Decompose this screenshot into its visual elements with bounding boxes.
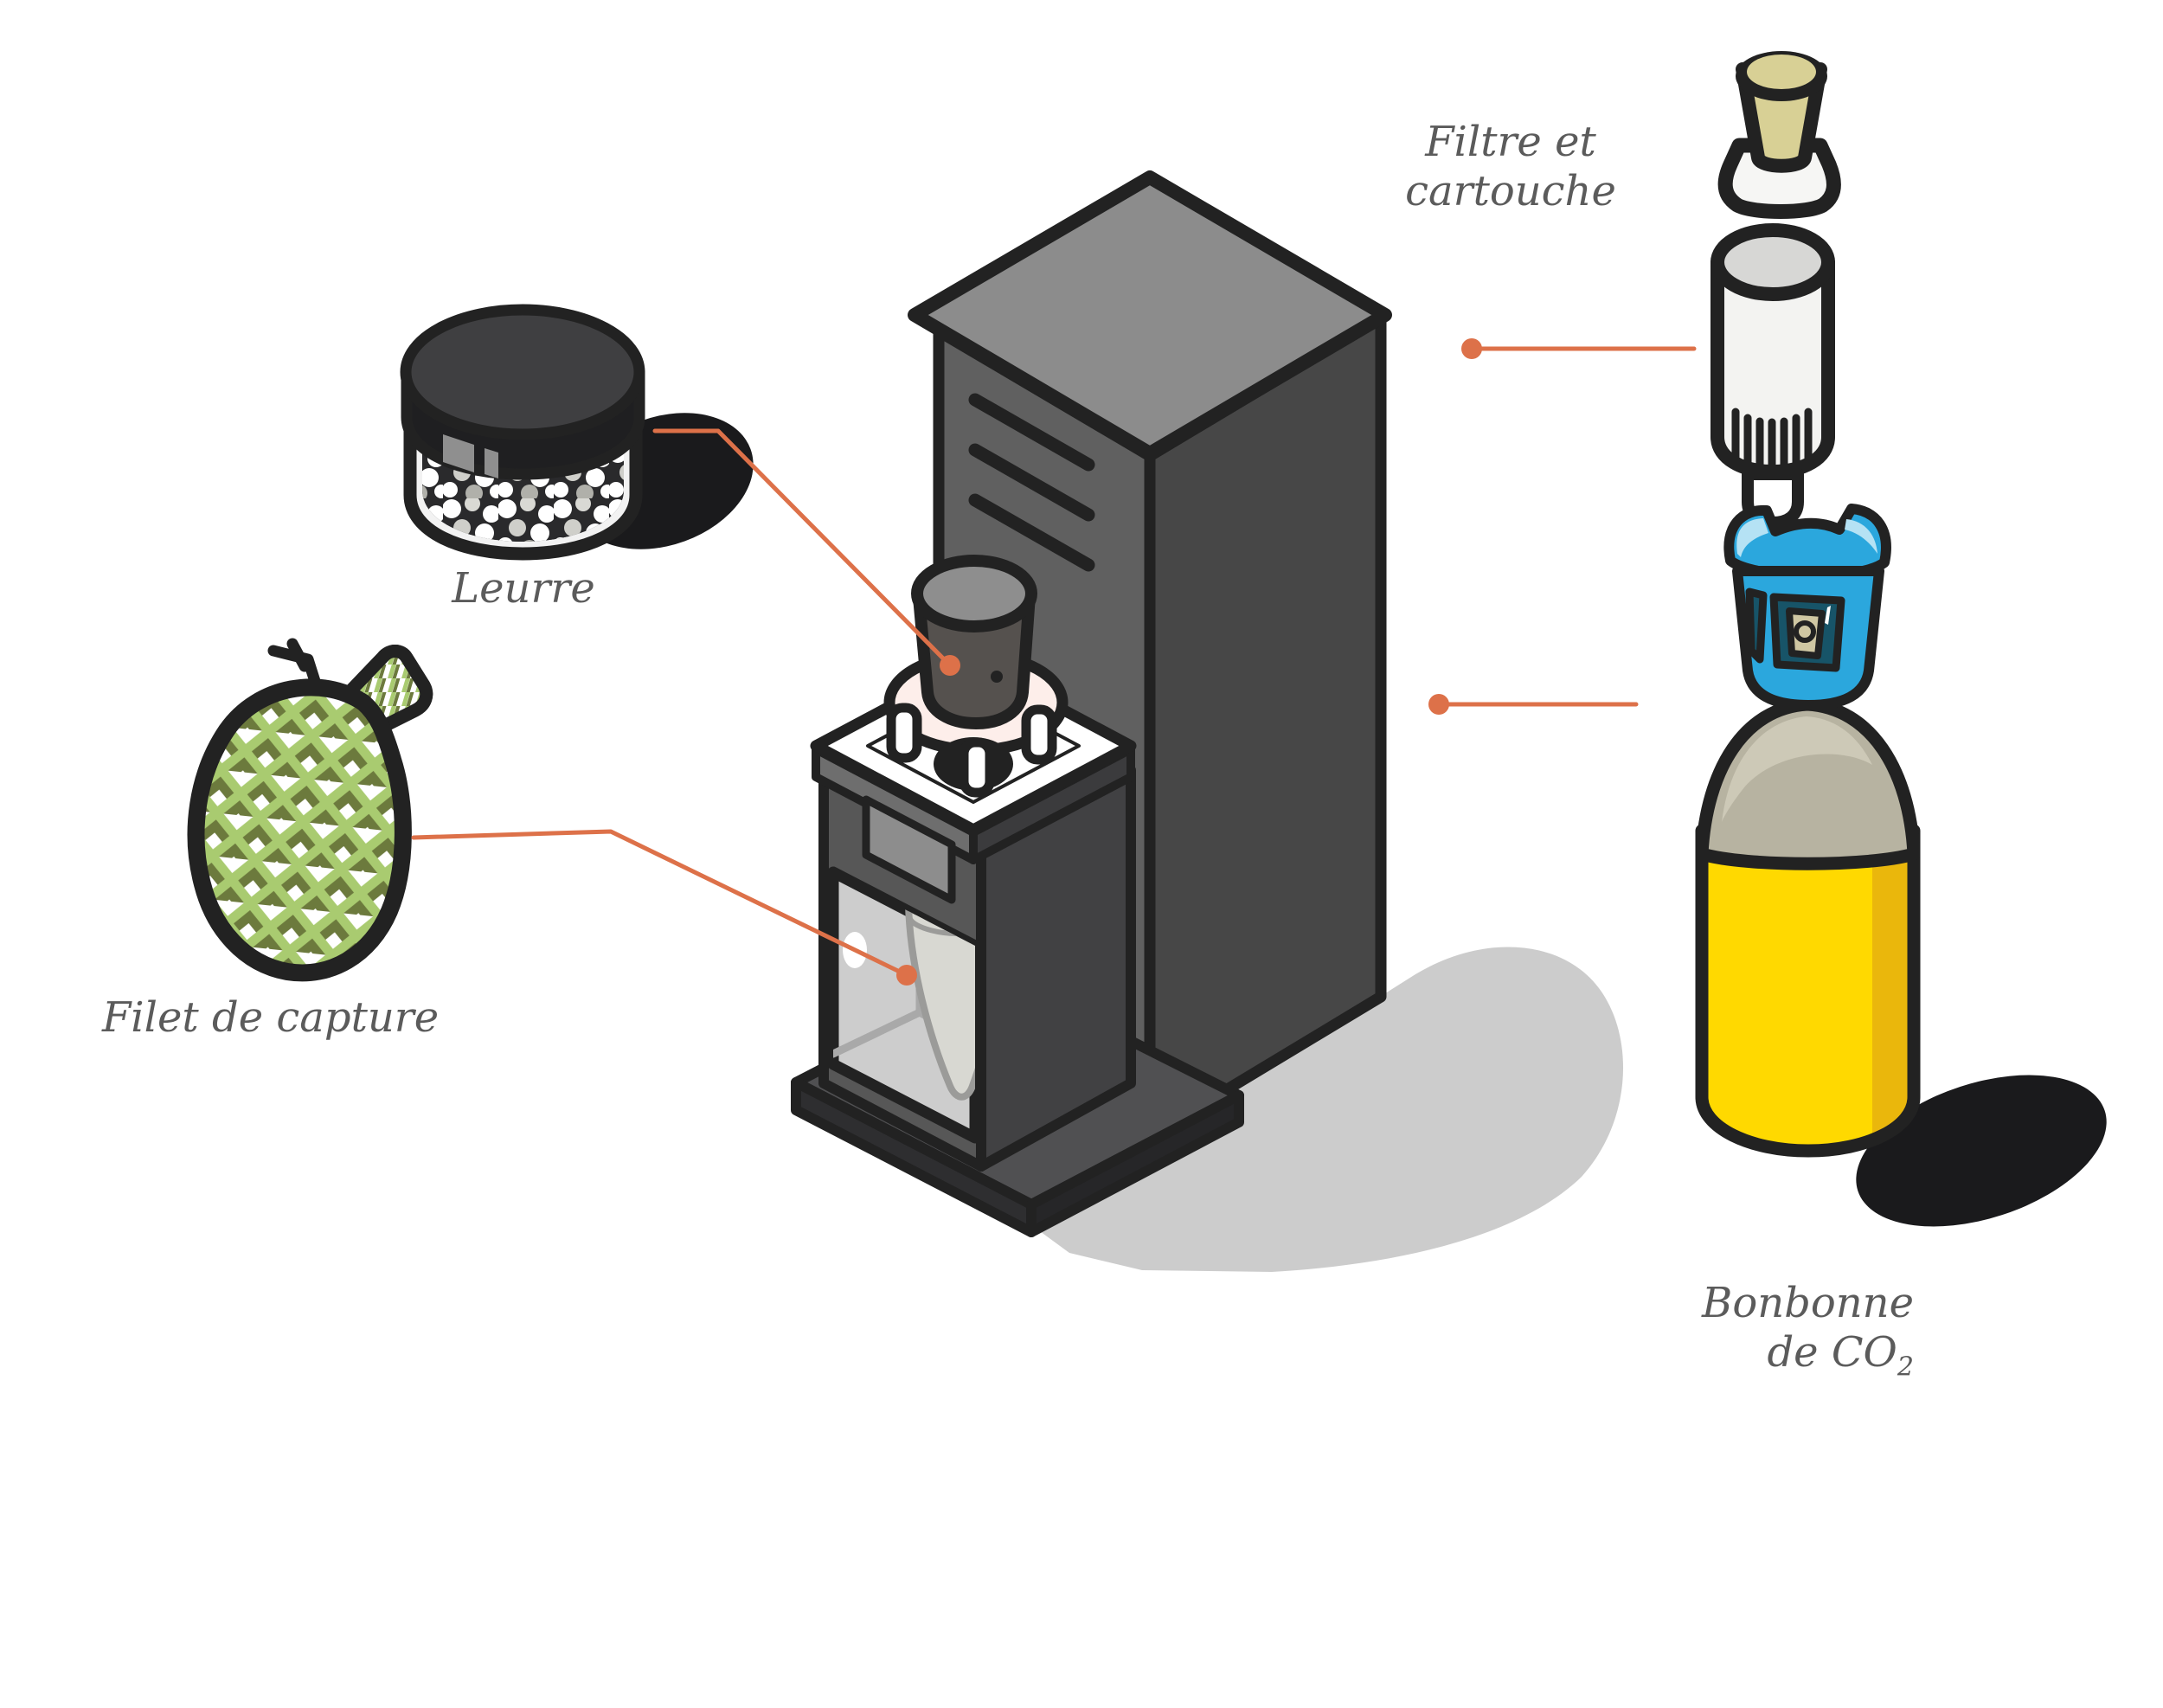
cup-legs	[886, 703, 1057, 798]
label-filet-de-capture: Filet de capture	[102, 993, 440, 1042]
guard-collar-inner-right	[1845, 519, 1877, 554]
lure-jar	[400, 304, 754, 561]
callout-leurre	[652, 428, 960, 676]
cup-top	[911, 555, 1037, 632]
callout-dot	[1428, 694, 1449, 715]
guard-collar-inner-left	[1736, 518, 1768, 557]
bottle-valve-guard	[1723, 504, 1891, 710]
callout-dot	[940, 655, 960, 676]
bottle-body-stripe	[1872, 838, 1908, 1135]
callout-line	[411, 829, 909, 978]
cartridge-ribs	[1731, 408, 1813, 474]
valve-dial	[1794, 620, 1816, 643]
jar-lid-highlights	[443, 434, 498, 478]
base-right-side	[1026, 1090, 1244, 1237]
label-bonbonne-line1: Bonbonne	[1702, 1279, 1914, 1327]
capture-net	[187, 638, 433, 982]
machine-shadow	[976, 947, 1624, 1272]
callout-filet	[411, 829, 917, 986]
label-filtre-et-cartouche: Filtre et cartouche	[1381, 118, 1640, 216]
tower-roof	[908, 170, 1392, 460]
guard-window-small	[1745, 588, 1768, 664]
label-filtre-line1: Filtre et	[1425, 118, 1596, 166]
label-bonbonne-line2: de CO2	[1767, 1328, 1914, 1383]
filter-piece	[1717, 51, 1841, 219]
valve-inside-window	[1786, 607, 1826, 659]
guard-collar	[1723, 504, 1891, 581]
label-leurre: Leurre	[452, 564, 595, 613]
callouts	[411, 338, 1697, 986]
bottle-shadow	[1856, 1075, 2107, 1227]
tower-vent-slits	[968, 393, 1095, 572]
label-filtre-line2: cartouche	[1405, 167, 1616, 215]
callout-bonbonne	[1428, 694, 1639, 715]
callout-dot	[1461, 338, 1482, 359]
lure-cup-assembly	[883, 555, 1069, 798]
callout-dot	[896, 965, 917, 986]
callout-filtre	[1461, 338, 1697, 359]
bottle-shoulder-highlight	[1722, 716, 1872, 822]
net-bag-mesh	[187, 678, 412, 982]
label-bonbonne-co2: Bonbonne de CO2	[1654, 1279, 1914, 1383]
filter-rim-inner	[1747, 55, 1816, 89]
co2-bottle	[1695, 504, 2107, 1227]
jar-lid-top	[400, 304, 645, 440]
box-display-panel	[862, 795, 956, 904]
cartridge-top	[1711, 223, 1835, 301]
cup-vent-dot	[991, 671, 1003, 683]
guard-window-glint	[1825, 606, 1831, 625]
cartridge	[1711, 223, 1835, 529]
bottle-body-outline	[1695, 824, 1921, 1158]
callout-line	[652, 428, 953, 668]
